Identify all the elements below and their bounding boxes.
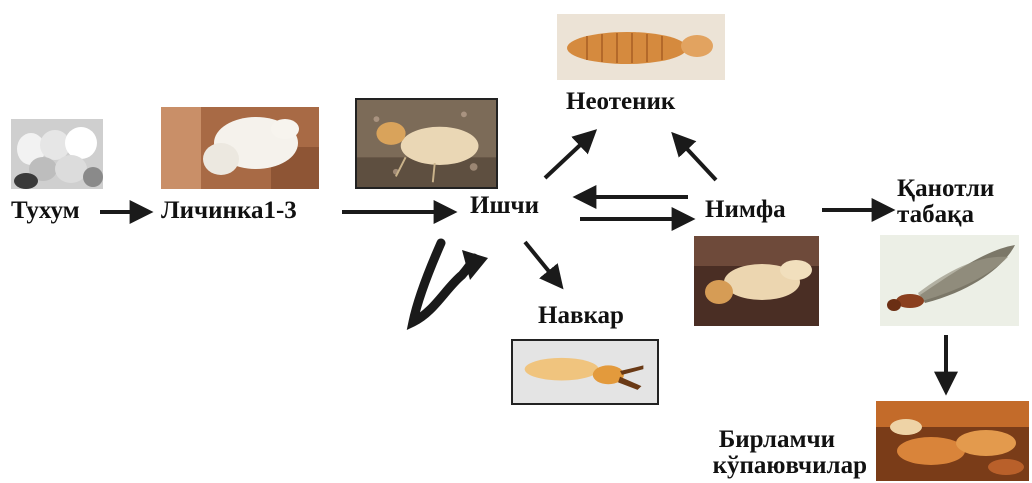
primary-photo — [876, 401, 1029, 481]
neotenic-photo — [557, 14, 725, 80]
arrow-worker-to-soldier — [525, 242, 560, 285]
winged-photo — [880, 235, 1019, 326]
winged-label-line1: Қанотли — [897, 176, 994, 202]
worker-photo — [355, 98, 498, 189]
primary-label-line2: кўпаювчилар — [672, 453, 867, 479]
arrow-nymph-to-neotenic — [675, 136, 716, 180]
larva-label: Личинка1-3 — [161, 198, 297, 224]
soldier-photo — [511, 339, 659, 405]
larva-photo — [161, 107, 319, 189]
primary-label-line1: Бирламчи — [672, 427, 867, 453]
worker-label: Ишчи — [470, 193, 539, 219]
egg-label: Тухум — [11, 198, 80, 224]
arrow-worker-to-neotenic — [545, 133, 593, 178]
nymph-label: Нимфа — [705, 197, 786, 223]
soldier-label: Навкар — [538, 303, 624, 329]
primary-label: Бирламчи кўпаювчилар — [672, 427, 867, 480]
neotenic-label: Неотеник — [566, 89, 675, 115]
winged-label-line2: табақа — [897, 202, 994, 228]
winged-label: Қанотли табақа — [897, 176, 994, 229]
egg-photo — [11, 119, 103, 189]
nymph-photo — [694, 236, 819, 326]
